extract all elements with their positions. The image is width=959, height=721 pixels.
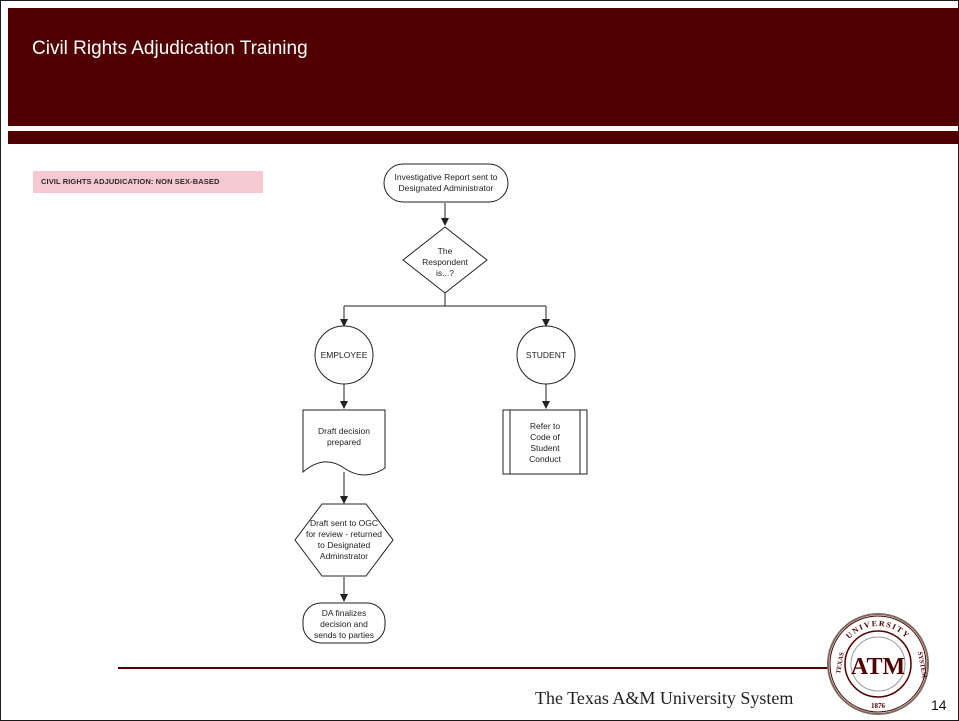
draft-document [302, 409, 386, 476]
seal-right-text: SYSTEM [916, 651, 928, 679]
seal-left-text: TEXAS [835, 651, 846, 674]
start-label-2: Designated Administrator [399, 183, 494, 193]
seal-year: 1876 [871, 702, 886, 710]
header-band: Civil Rights Adjudication Training [8, 8, 959, 126]
ogc-label-3: to Designated [318, 540, 371, 550]
section-tag: CIVIL RIGHTS ADJUDICATION: NON SEX-BASED [33, 171, 263, 193]
finalize-terminator [302, 602, 386, 644]
finalize-label-1: DA finalizes [322, 608, 366, 618]
student-label: STUDENT [526, 350, 566, 360]
finalize-label-3: sends to parties [314, 630, 374, 640]
employee-label: EMPLOYEE [321, 350, 368, 360]
university-seal-icon: UNIVERSITY TEXAS SYSTEM ATM 1876 [827, 613, 929, 715]
refer-label-1: Refer to [530, 421, 561, 431]
refer-subprocess [502, 409, 588, 475]
draft-label-2: prepared [327, 437, 361, 447]
start-terminator [383, 163, 509, 203]
header-stripe [8, 131, 959, 144]
draft-label-1: Draft decision [318, 426, 370, 436]
employee-node [314, 325, 374, 385]
decision-label-3: is...? [436, 268, 454, 278]
slide-title: Civil Rights Adjudication Training [32, 38, 308, 59]
ogc-hexagon [294, 503, 394, 577]
seal-monogram: ATM [851, 654, 905, 680]
footer-rule [118, 667, 838, 669]
finalize-label-2: decision and [320, 619, 368, 629]
refer-label-4: Conduct [529, 454, 561, 464]
ogc-label-4: Adminstrator [320, 551, 368, 561]
decision-diamond [402, 226, 488, 294]
decision-label-1: The [438, 246, 453, 256]
refer-label-2: Code of [530, 432, 560, 442]
decision-label-2: Respondent [422, 257, 468, 267]
ogc-label-2: for review - returned [306, 529, 382, 539]
page-number: 14 [931, 697, 947, 713]
start-label-1: Investigative Report sent to [394, 172, 497, 182]
footer-organization: The Texas A&M University System [535, 688, 794, 708]
student-node [516, 325, 576, 385]
refer-label-3: Student [530, 443, 560, 453]
ogc-label-1: Draft sent to OGC [310, 518, 378, 528]
